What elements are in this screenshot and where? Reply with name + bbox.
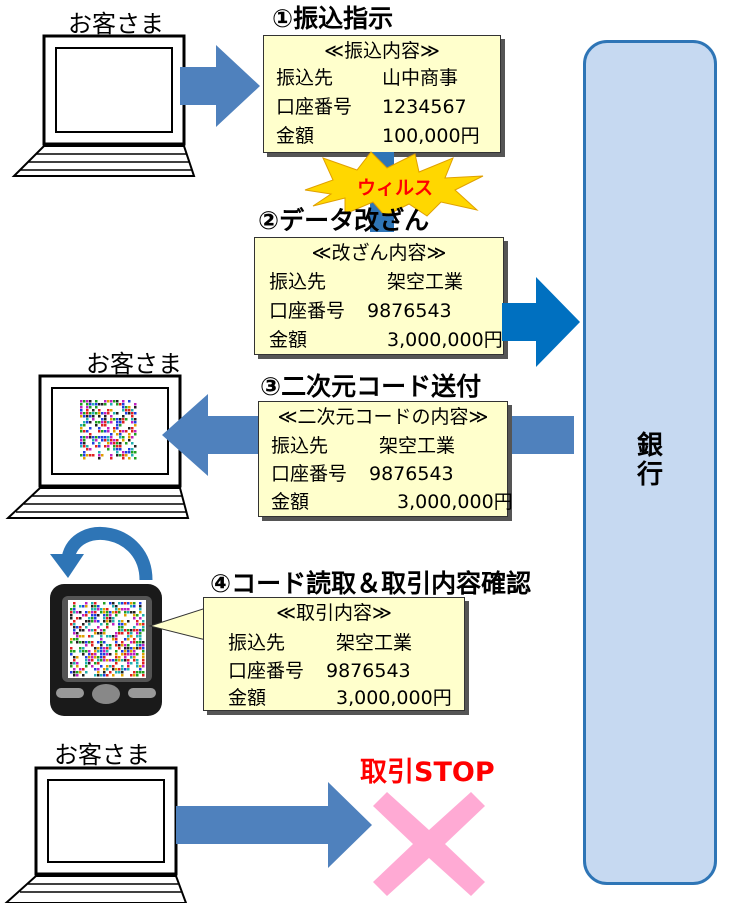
step3-title: ③二次元コード送付 — [260, 372, 482, 401]
step1-key-0: 振込先 — [276, 67, 334, 89]
step1-value-2: 100,000円 — [382, 125, 480, 147]
virus-burst-icon — [304, 151, 484, 217]
step1-key-2: 金額 — [276, 125, 315, 147]
step2-key-2: 金額 — [269, 329, 308, 351]
step3-value-0: 架空工業 — [379, 435, 456, 457]
laptop-icon — [4, 766, 188, 903]
step1-box: ≪振込内容≫ 振込先 山中商事 口座番号 1234567 金額 100,000円 — [263, 35, 501, 153]
step3-box: ≪二次元コードの内容≫ 振込先 架空工業 口座番号 9876543 金額 3,0… — [258, 401, 513, 517]
step3-value-2: 3,000,000円 — [397, 491, 513, 513]
arrow-right-4 — [176, 782, 372, 868]
step4-box-title: ≪取引内容≫ — [276, 602, 392, 624]
stop-label: 取引STOP — [360, 757, 495, 788]
step4-key-1: 口座番号 — [228, 660, 305, 682]
step1-box-title: ≪振込内容≫ — [324, 40, 440, 62]
step1-value-1: 1234567 — [382, 96, 467, 118]
step2-title: ②データ改ざん — [258, 206, 430, 235]
bank-box — [583, 40, 717, 885]
step3-key-1: 口座番号 — [271, 463, 348, 485]
customer-label-2: お客さま — [86, 350, 182, 378]
phone-qr-icon — [50, 584, 162, 716]
arrow-right-1 — [180, 45, 260, 127]
step4-key-0: 振込先 — [228, 632, 286, 654]
callout-pointer — [148, 607, 207, 641]
laptop-icon — [11, 34, 196, 177]
step4-value-2: 3,000,000円 — [336, 687, 452, 709]
step4-box: ≪取引内容≫ 振込先 架空工業 口座番号 9876543 金額 3,000,00… — [203, 597, 465, 711]
step4-value-1: 9876543 — [326, 660, 411, 682]
step3-key-2: 金額 — [271, 491, 310, 513]
curved-arrow-icon — [50, 527, 153, 581]
step2-value-0: 架空工業 — [387, 271, 464, 293]
stop-cross-icon — [373, 792, 485, 896]
step3-key-0: 振込先 — [271, 435, 329, 457]
arrow-right-2 — [502, 277, 580, 367]
step3-value-1: 9876543 — [369, 463, 454, 485]
step4-value-0: 架空工業 — [336, 632, 413, 654]
step1-title: ①振込指示 — [272, 4, 394, 33]
step2-box-title: ≪改ざん内容≫ — [311, 242, 447, 264]
step4-title: ④コード読取＆取引内容確認 — [210, 569, 532, 598]
step2-value-2: 3,000,000円 — [387, 329, 503, 351]
step3-box-title: ≪二次元コードの内容≫ — [277, 406, 489, 428]
step2-box: ≪改ざん内容≫ 振込先 架空工業 口座番号 9876543 金額 3,000,0… — [254, 237, 504, 355]
customer-label-3: お客さま — [54, 741, 150, 769]
step2-value-1: 9876543 — [367, 300, 452, 322]
step4-key-2: 金額 — [228, 687, 267, 709]
step2-key-0: 振込先 — [269, 271, 327, 293]
customer-label-1: お客さま — [68, 10, 164, 38]
step1-key-1: 口座番号 — [276, 96, 353, 118]
step1-value-0: 山中商事 — [382, 67, 459, 89]
bank-label: 銀 行 — [636, 431, 663, 490]
virus-label: ウィルス — [356, 177, 433, 199]
step2-key-1: 口座番号 — [269, 300, 346, 322]
laptop-qr-icon — [5, 374, 190, 519]
